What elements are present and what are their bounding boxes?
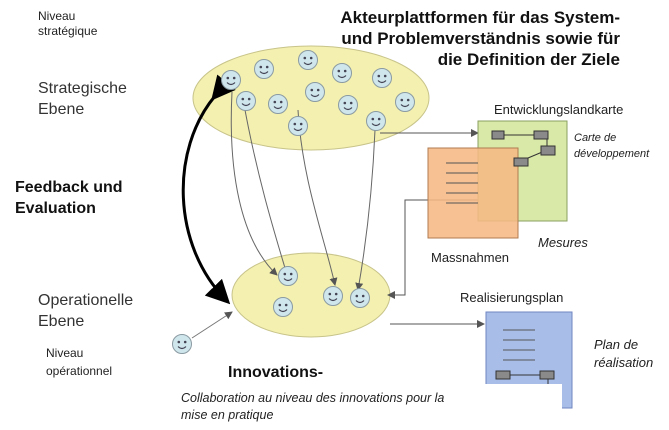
innovations-label: Innovations- (228, 364, 324, 381)
label-line: mise en pratique (181, 408, 274, 422)
carte-label: Carte de développement (574, 130, 649, 162)
smiley-icon (171, 333, 193, 355)
smiley-icon (394, 91, 416, 113)
smiley-icon (371, 67, 393, 89)
smiley-icon (322, 285, 344, 307)
label-line: Ebene (38, 313, 85, 330)
label-line: Evaluation (15, 200, 96, 217)
plan-label: Plan de réalisation (594, 336, 653, 372)
smiley-icon (304, 81, 326, 103)
entwicklungslandkarte-label: Entwicklungslandkarte (494, 102, 624, 117)
niveau-strategique-label: Niveau stratégique (38, 9, 98, 38)
title-line: Akteurplattformen für das System- (340, 8, 620, 27)
feedback-arrow (181, 74, 236, 305)
label-line: Operationelle (38, 292, 134, 309)
smiley-icon (349, 287, 371, 309)
map-nodes (491, 130, 556, 167)
flow-curve-4 (355, 129, 376, 291)
smiley-icon (272, 296, 294, 318)
niveau-operationnel-label: Niveau opérationnel (46, 344, 112, 380)
smiley-icon (365, 110, 387, 132)
massnahmen-label: Massnahmen (431, 250, 510, 265)
label-line: Strategische (38, 80, 127, 97)
smiley-icon (267, 93, 289, 115)
measures-text-lines (446, 162, 478, 204)
label-line: Ebene (38, 101, 85, 118)
label-line: Plan de (594, 337, 639, 352)
label-line: développement (574, 148, 650, 160)
strategische-ebene-label: Strategische Ebene (38, 78, 127, 120)
operationelle-ebene-label: Operationelle Ebene (38, 290, 133, 332)
smiley-icon (287, 115, 309, 137)
smiley-icon (235, 90, 257, 112)
title-line: und Problemverständnis sowie für (341, 29, 620, 48)
label-line: Collaboration au niveau des innovations … (181, 391, 445, 405)
label-line: Carte de (574, 132, 617, 144)
label-line: opérationnel (46, 364, 113, 378)
title: Akteurplattformen für das System- und Pr… (266, 7, 620, 70)
smiley-icon (277, 265, 299, 287)
label-line: Niveau (46, 346, 84, 360)
label-line: réalisation (594, 355, 654, 370)
flow-curve-1 (230, 91, 278, 276)
label-line: Feedback und (15, 179, 123, 196)
smiley-icon (220, 69, 242, 91)
mesures-label: Mesures (538, 235, 588, 250)
feedback-label: Feedback und Evaluation (15, 177, 123, 219)
collaboration-label: Collaboration au niveau des innovations … (181, 390, 444, 424)
arrow-external-actor (191, 311, 233, 339)
title-line: die Definition der Ziele (437, 50, 620, 69)
smiley-icon (337, 94, 359, 116)
plan-text-lines (503, 329, 535, 361)
realisierungsplan-label: Realisierungsplan (460, 290, 564, 305)
